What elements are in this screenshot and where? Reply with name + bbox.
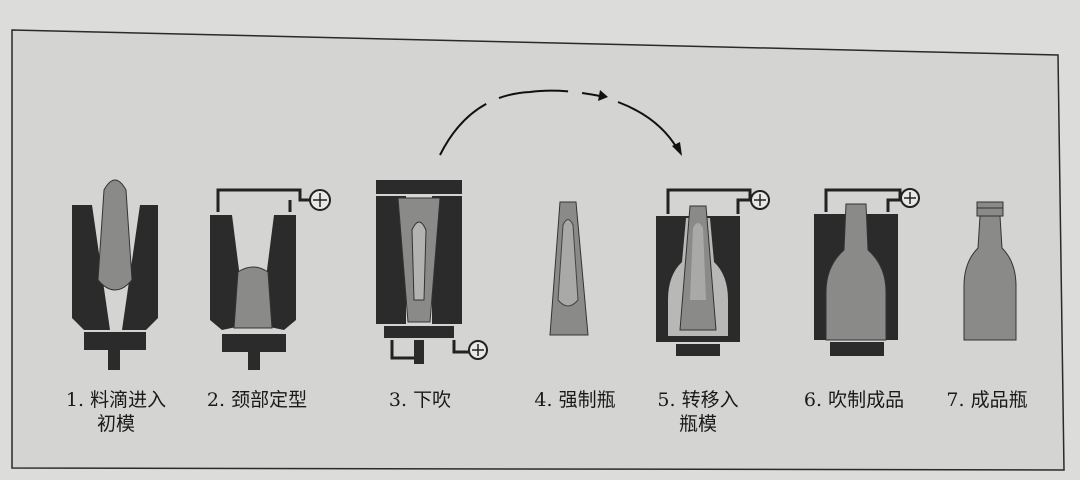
bottom-plate bbox=[676, 344, 720, 356]
glass-gob bbox=[97, 179, 133, 291]
caption-line1: 7. 成品瓶 bbox=[946, 389, 1028, 411]
step3-figure bbox=[376, 180, 488, 364]
parison-cavity bbox=[690, 223, 706, 300]
caption-step-6: 6. 吹制成品 bbox=[790, 388, 918, 412]
step6-figure bbox=[814, 188, 920, 356]
neck-ring bbox=[384, 326, 454, 338]
blow-cavity bbox=[411, 221, 427, 301]
finished-bottle bbox=[963, 215, 1017, 341]
caption-line1: 6. 吹制成品 bbox=[803, 389, 905, 411]
finished-bottle-blown bbox=[825, 203, 887, 341]
caption-step-2: 2. 颈部定型 bbox=[192, 388, 322, 412]
curved-transfer-arrow-icon bbox=[439, 89, 682, 156]
step4-figure bbox=[549, 201, 589, 336]
air-line bbox=[824, 188, 902, 212]
caption-line2: 瓶模 bbox=[678, 413, 717, 435]
caption-line2: 初模 bbox=[96, 413, 135, 435]
bottom-plate bbox=[830, 342, 884, 356]
diagram-panel bbox=[11, 29, 1065, 471]
caption-line1: 4. 强制瓶 bbox=[534, 389, 616, 411]
bottle-finish bbox=[976, 201, 1004, 217]
caption-step-4: 4. 强制瓶 bbox=[520, 388, 630, 412]
caption-line1: 3. 下吹 bbox=[388, 389, 452, 411]
parison-cavity bbox=[557, 219, 579, 307]
caption-line1: 2. 颈部定型 bbox=[206, 389, 308, 411]
step7-figure bbox=[963, 201, 1017, 341]
blank-mold-right bbox=[122, 205, 158, 330]
step2-figure bbox=[210, 188, 331, 370]
caption-step-7: 7. 成品瓶 bbox=[932, 388, 1042, 412]
glass-parison bbox=[233, 266, 273, 329]
step5-figure bbox=[656, 188, 770, 356]
plunger bbox=[248, 352, 260, 370]
plunger bbox=[108, 350, 120, 370]
step1-figure bbox=[72, 179, 158, 370]
neck-ring bbox=[222, 334, 286, 352]
blank-mold-left bbox=[72, 205, 110, 330]
caption-step-1: 1. 料滴进入 初模 bbox=[52, 388, 180, 436]
caption-step-3: 3. 下吹 bbox=[370, 388, 470, 412]
air-line bbox=[390, 340, 470, 360]
air-line bbox=[216, 188, 310, 212]
air-line bbox=[666, 188, 752, 214]
caption-line1: 1. 料滴进入 bbox=[65, 389, 167, 411]
caption-line1: 5. 转移入 bbox=[657, 389, 739, 411]
baffle bbox=[376, 180, 462, 194]
neck-ring bbox=[84, 332, 146, 350]
caption-step-5: 5. 转移入 瓶模 bbox=[648, 388, 748, 436]
